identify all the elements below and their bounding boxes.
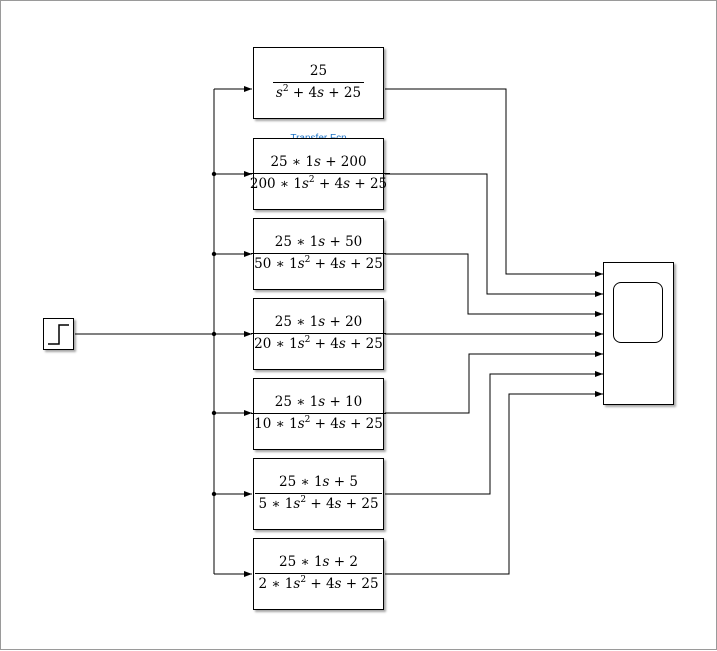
numerator: 25 [309,63,328,80]
denominator: 5 ∗ 1s2 + 4s + 25 [255,493,382,513]
numerator: 25 ∗ 1s + 5 [279,474,358,491]
denominator: 50 ∗ 1s2 + 4s + 25 [251,253,386,273]
numerator: 25 ∗ 1s + 10 [274,394,363,411]
transfer-fcn-block-1[interactable]: 25 s2 + 4s + 25 [253,47,384,119]
transfer-fcn-block-3[interactable]: 25 ∗ 1s + 50 50 ∗ 1s2 + 4s + 25 [251,218,386,290]
block-name-label[interactable]: Transfer Fcn [290,133,347,140]
scope-icon [613,282,663,343]
branch-point [211,491,217,497]
scope-block[interactable] [603,262,674,405]
tf5-output-line[interactable] [385,351,603,414]
transfer-fcn-block-4[interactable]: 25 ∗ 1s + 20 20 ∗ 1s2 + 4s + 25 [251,298,386,370]
step-icon [48,324,69,345]
denominator: 200 ∗ 1s2 + 4s + 25 [246,173,391,193]
numerator: 25 ∗ 1s + 20 [274,314,363,331]
numerator: 25 ∗ 1s + 2 [279,554,358,571]
tf6-output-line[interactable] [385,371,603,495]
transfer-function-fraction: 25 ∗ 1s + 50 50 ∗ 1s2 + 4s + 25 [251,235,386,272]
transfer-function-fraction: 25 ∗ 1s + 5 5 ∗ 1s2 + 4s + 25 [255,474,382,513]
branch-point [211,251,217,257]
numerator: 25 ∗ 1s + 50 [274,234,363,251]
numerator: 25 ∗ 1s + 200 [270,154,367,171]
transfer-function-fraction: 25 ∗ 1s + 10 10 ∗ 1s2 + 4s + 25 [251,395,386,432]
denominator: 20 ∗ 1s2 + 4s + 25 [251,333,386,353]
transfer-fcn-block-5[interactable]: 25 ∗ 1s + 10 10 ∗ 1s2 + 4s + 25 [251,378,386,450]
step-block[interactable] [43,318,74,350]
transfer-function-fraction: 25 ∗ 1s + 2 2 ∗ 1s2 + 4s + 25 [255,554,382,593]
transfer-function-fraction: 25 ∗ 1s + 200 200 ∗ 1s2 + 4s + 25 [246,154,391,193]
transfer-fcn-block-7[interactable]: 25 ∗ 1s + 2 2 ∗ 1s2 + 4s + 25 [253,538,384,610]
transfer-fcn-block-6[interactable]: 25 ∗ 1s + 5 5 ∗ 1s2 + 4s + 25 [253,458,384,530]
tf7-output-line[interactable] [385,391,603,575]
tf2-output-line[interactable] [385,173,603,297]
branch-point [211,331,217,337]
transfer-fcn-block-2[interactable]: 25 ∗ 1s + 200 200 ∗ 1s2 + 4s + 25 [246,138,391,210]
denominator: s2 + 4s + 25 [272,82,365,102]
transfer-function-fraction: 25 s2 + 4s + 25 [272,63,365,102]
denominator: 10 ∗ 1s2 + 4s + 25 [251,413,386,433]
branch-point [211,410,217,416]
transfer-function-fraction: 25 ∗ 1s + 20 20 ∗ 1s2 + 4s + 25 [251,315,386,352]
denominator: 2 ∗ 1s2 + 4s + 25 [255,573,382,593]
tf3-output-line[interactable] [385,253,603,317]
tf1-output-line[interactable] [385,88,603,277]
branch-point [211,171,217,177]
